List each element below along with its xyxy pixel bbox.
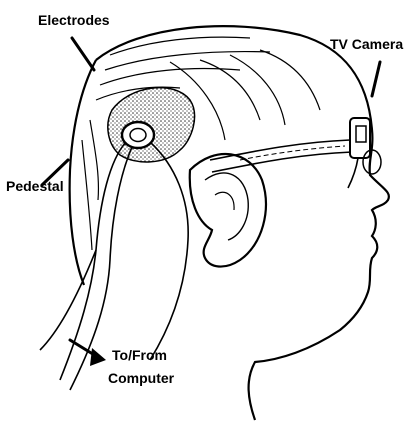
to-from-arrowhead [90,348,106,366]
computer-label: Computer [108,370,174,386]
electrodes-label: Electrodes [38,12,110,28]
ear [190,154,266,267]
to-from-label: To/From [112,347,167,363]
tv-camera [348,118,381,188]
electrode-array [108,88,195,162]
tv-camera-label: TV Camera [330,36,403,52]
pedestal-label: Pedestal [6,178,64,194]
hair-outline [70,60,96,285]
